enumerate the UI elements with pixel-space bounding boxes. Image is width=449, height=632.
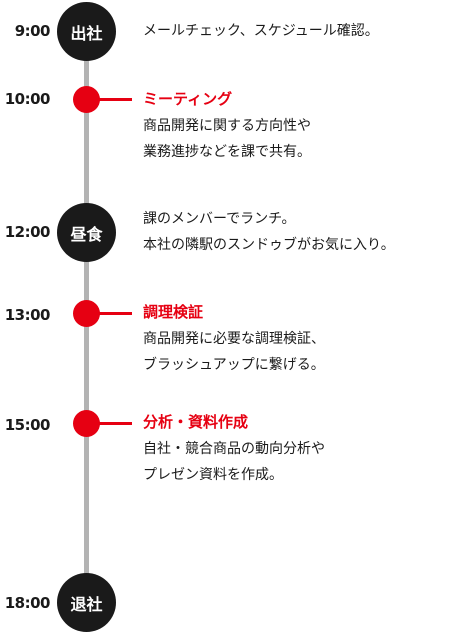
- event-description: 本社の隣駅のスンドゥブがお気に入り。: [143, 237, 395, 253]
- time-label: 10:00: [4, 90, 51, 108]
- milestone-label: 昼食: [70, 224, 103, 244]
- event-description: 課のメンバーでランチ。: [143, 211, 296, 227]
- event-title: ミーティング: [143, 90, 233, 108]
- time-label: 13:00: [4, 306, 51, 324]
- time-label: 15:00: [4, 416, 51, 434]
- milestone-label: 退社: [70, 594, 103, 614]
- event-description: 商品開発に関する方向性や: [143, 118, 311, 134]
- time-label: 18:00: [4, 594, 51, 612]
- event-description: 自社・競合商品の動向分析や: [143, 441, 325, 457]
- event-title: 分析・資料作成: [143, 413, 249, 431]
- event-connector: [98, 98, 132, 101]
- event-dot: [73, 300, 100, 327]
- event-description: メールチェック、スケジュール確認。: [143, 23, 379, 39]
- milestone-circle: 退社: [57, 573, 116, 632]
- event-title: 調理検証: [143, 303, 204, 321]
- milestone-circle: 昼食: [57, 203, 116, 262]
- event-description: プレゼン資料を作成。: [143, 467, 283, 483]
- event-description: 商品開発に必要な調理検証、: [143, 331, 325, 347]
- event-description: 業務進捗などを課で共有。: [143, 144, 311, 160]
- time-label: 9:00: [14, 22, 51, 40]
- event-description: ブラッシュアップに繋げる。: [143, 357, 325, 373]
- event-connector: [98, 312, 132, 315]
- time-label: 12:00: [4, 223, 51, 241]
- event-dot: [73, 410, 100, 437]
- event-connector: [98, 422, 132, 425]
- milestone-label: 出社: [70, 23, 103, 43]
- event-dot: [73, 86, 100, 113]
- milestone-circle: 出社: [57, 2, 116, 61]
